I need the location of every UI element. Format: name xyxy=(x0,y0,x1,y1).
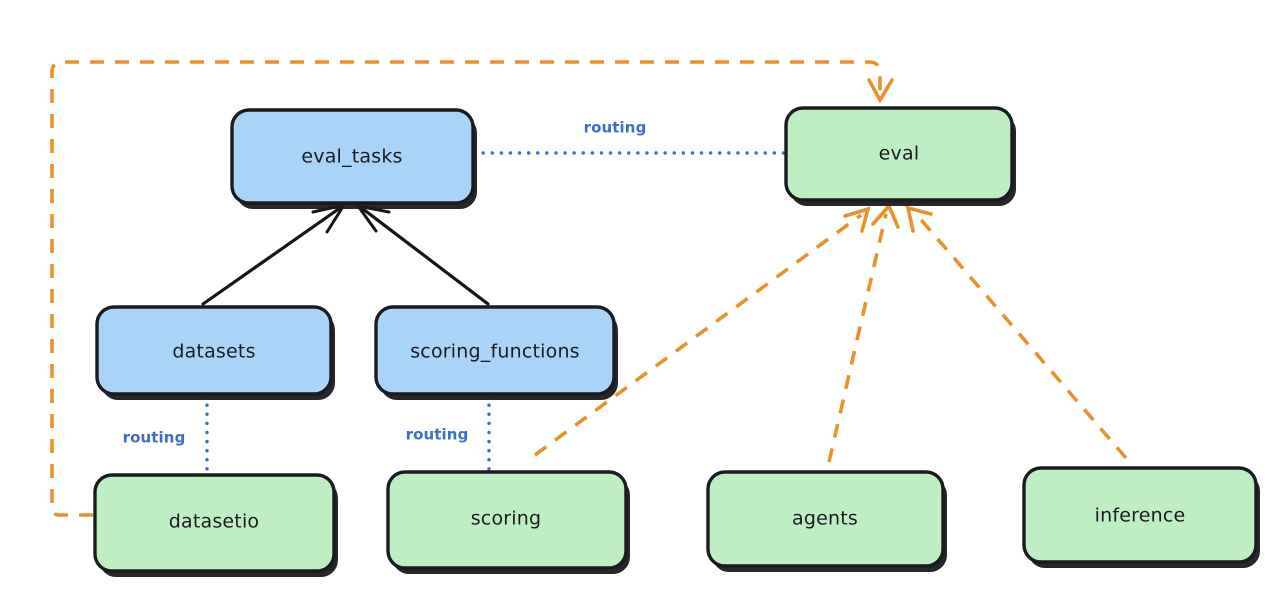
edge-scoring-to-eval xyxy=(533,206,871,457)
edge-label-routing-eval_tasks-eval: routing xyxy=(584,119,647,137)
edge-agents-to-eval xyxy=(827,202,900,463)
node-inference[interactable]: inference xyxy=(1022,466,1260,568)
node-scoring[interactable]: scoring xyxy=(386,470,630,574)
node-scoring_functions-shape xyxy=(374,305,616,396)
node-eval_tasks[interactable]: eval_tasks xyxy=(230,108,477,209)
node-agents-label: agents xyxy=(792,508,858,530)
node-eval-label: eval xyxy=(879,143,920,165)
node-scoring_functions-label: scoring_functions xyxy=(410,341,580,363)
node-datasetio-shape xyxy=(93,473,336,573)
edge-inference-to-eval xyxy=(905,205,1128,460)
edges-layer xyxy=(50,60,1128,517)
node-datasets-label: datasets xyxy=(172,341,255,363)
edge-labels-layer: routing routing routing xyxy=(123,119,647,447)
node-eval[interactable]: eval xyxy=(784,106,1016,206)
node-agents[interactable]: agents xyxy=(706,470,947,572)
edge-label-routing-datasets-datasetio: routing xyxy=(123,429,186,447)
node-eval_tasks-label: eval_tasks xyxy=(301,146,402,168)
edge-datasets-to-eval_tasks xyxy=(201,202,348,306)
node-inference-shape xyxy=(1022,466,1258,564)
node-datasetio[interactable]: datasetio xyxy=(93,473,338,577)
edge-label-routing-scoring_functions-scoring: routing xyxy=(406,426,469,444)
node-agents-shape xyxy=(706,470,945,568)
node-scoring_functions[interactable]: scoring_functions xyxy=(374,305,618,400)
node-eval_tasks-shape xyxy=(230,108,475,205)
nodes-layer: eval_tasks eval datasets scoring_functio… xyxy=(93,106,1260,577)
node-scoring-shape xyxy=(386,470,628,570)
node-eval-shape xyxy=(784,106,1014,202)
edge-datasetio-to-eval xyxy=(50,60,894,517)
node-datasets[interactable]: datasets xyxy=(95,305,335,400)
edge-scoring_functions-to-eval_tasks xyxy=(354,203,490,306)
node-inference-label: inference xyxy=(1095,505,1186,527)
node-scoring-label: scoring xyxy=(471,508,542,530)
node-datasetio-label: datasetio xyxy=(169,511,260,533)
node-datasets-shape xyxy=(95,305,333,396)
